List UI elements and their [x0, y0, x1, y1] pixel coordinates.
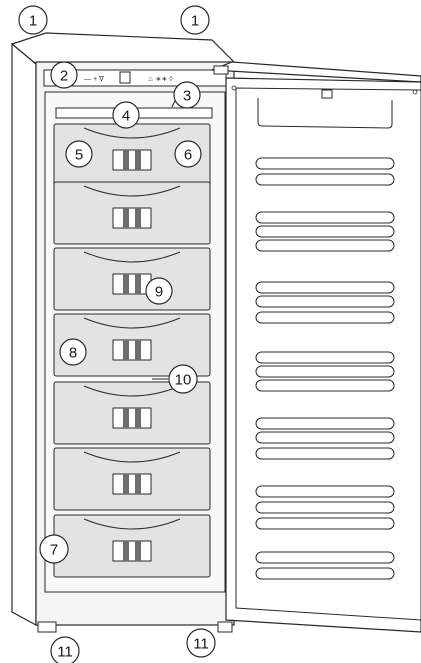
drawer-handle-bar-left [123, 150, 129, 170]
callout-label: 1 [191, 13, 199, 30]
callout-label: 11 [193, 636, 209, 653]
door-slot [256, 296, 394, 307]
drawer-handle-bar-left [123, 274, 129, 294]
callout-marker: 11 [51, 637, 79, 663]
door-slot [256, 174, 394, 185]
drawer-handle-bar-right [135, 150, 141, 170]
door-slot [256, 418, 394, 429]
door-slot [256, 366, 394, 377]
foot-left [38, 622, 56, 632]
door-screw-top-right [413, 90, 417, 94]
callout-label: 11 [57, 644, 73, 661]
callout-label: 6 [184, 147, 192, 164]
control-panel-symbols-right: ♨ ∗∗ ◊ [147, 75, 173, 83]
drawer-handle [113, 408, 151, 428]
callout-marker: 9 [146, 278, 172, 304]
door-slot [256, 352, 394, 363]
door-slot [256, 552, 394, 563]
door-hinge-top [214, 66, 228, 74]
callout-label: 2 [60, 68, 68, 85]
drawer-handle [113, 474, 151, 494]
drawer-handle [113, 541, 151, 561]
door-slot [256, 226, 394, 237]
cabinet-top [12, 33, 234, 64]
drawer-handle-bar-left [123, 340, 129, 360]
drawer [54, 248, 210, 310]
drawer-handle [113, 150, 151, 170]
drawer [54, 182, 210, 244]
drawer-handle [113, 274, 151, 294]
control-panel-symbols-left: — + ∇ [84, 75, 104, 83]
door-slot [256, 312, 394, 323]
callout-label: 8 [69, 345, 77, 362]
drawer-handle-bar-right [135, 208, 141, 228]
callout-label: 7 [50, 542, 58, 559]
callout-label: 10 [175, 372, 192, 389]
callout-marker: 4 [113, 102, 139, 128]
drawer-handle-bar-right [135, 340, 141, 360]
callout-marker: 7 [40, 535, 68, 563]
drawer-handle [113, 340, 151, 360]
door-slot [256, 158, 394, 169]
callout-label: 4 [122, 108, 130, 125]
drawer [54, 515, 210, 577]
callout-marker: 2 [51, 62, 77, 88]
callout-marker: 6 [175, 141, 201, 167]
drawer-handle-bar-right [135, 541, 141, 561]
drawer-handle-bar-right [135, 408, 141, 428]
door-slot [256, 240, 394, 251]
callout-label: 9 [155, 284, 163, 301]
door-clip [322, 90, 332, 98]
drawer-handle-bar-right [135, 474, 141, 494]
door-screw-top-left [232, 86, 236, 90]
door-slot [256, 448, 394, 459]
door [212, 62, 421, 632]
callout-marker: 10 [169, 365, 197, 393]
door-slot [256, 432, 394, 443]
door-slot [256, 282, 394, 293]
callout-marker: 5 [66, 141, 92, 167]
door-slot [256, 486, 394, 497]
drawer [54, 448, 210, 510]
drawer-handle-bar-left [123, 408, 129, 428]
control-panel-display [120, 72, 130, 83]
door-slot [256, 380, 394, 391]
drawer-handle-bar-left [123, 541, 129, 561]
cabinet-side-left [12, 44, 36, 625]
callout-marker: 3 [174, 82, 200, 108]
door-slot [256, 518, 394, 529]
drawer-handle-bar-right [135, 274, 141, 294]
callout-marker: 11 [187, 629, 215, 657]
callout-label: 5 [75, 147, 83, 164]
drawer-handle-bar-left [123, 474, 129, 494]
callout-label: 1 [29, 13, 37, 30]
drawer-handle-bar-left [123, 208, 129, 228]
drawer-handle [113, 208, 151, 228]
callout-marker: 1 [19, 6, 47, 34]
door-slot [256, 212, 394, 223]
callout-marker: 8 [60, 339, 86, 365]
door-slot [256, 568, 394, 579]
foot-right [218, 622, 232, 632]
door-slot [256, 502, 394, 513]
callout-marker: 1 [181, 6, 209, 34]
callout-label: 3 [183, 88, 191, 105]
